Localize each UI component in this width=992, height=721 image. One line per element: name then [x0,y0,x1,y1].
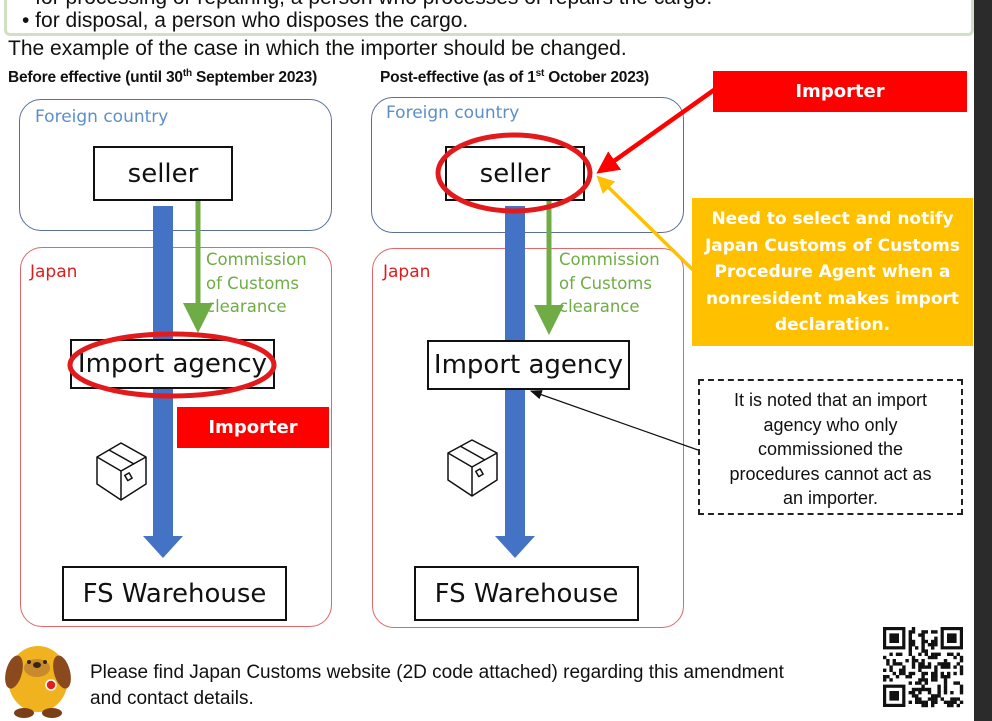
footer-text: Please find Japan Customs website (2D co… [90,660,784,712]
note-line-2: agency who only [763,414,898,435]
window-edge [974,0,992,721]
agent-notice-callout-arrow [596,175,695,272]
agent-notice-line-1: Need to select and notify [711,209,954,229]
agent-notice-box: Need to select and notify Japan Customs … [692,198,973,346]
note-line-4: procedures cannot act as [729,463,932,484]
before-commission-line-1: Commission [206,250,307,269]
after-commission-line-1: Commission [559,250,660,269]
footer-line-2: and contact details. [90,688,254,709]
import-agency-note-box: It is noted that an import agency who on… [698,379,963,515]
after-cargo-box-icon [447,439,498,497]
before-header: Before effective (until 30th September 2… [8,68,317,87]
before-foreign-region [19,99,332,231]
criteria-box [4,0,974,36]
agent-notice-line-4: nonresident makes import [705,288,960,309]
after-foreign-label: Foreign country [386,103,520,123]
after-warehouse-node: FS Warehouse [414,566,639,621]
importer-callout-arrow [596,88,716,174]
after-header-suffix: October 2023) [544,69,650,87]
after-importer-tag: Importer [713,71,967,112]
agent-notice-line-3: Procedure Agent when a [714,262,951,282]
before-importer-tag: Importer [177,407,329,448]
note-line-1: It is noted that an import [733,390,928,410]
before-warehouse-node: FS Warehouse [62,566,287,621]
before-cargo-box-icon [96,442,147,501]
before-header-sup: th [182,68,192,79]
before-commission-line-2: of Customs [206,273,299,293]
after-seller-highlight [435,132,593,214]
footer-line-1: Please find Japan Customs website (2D co… [90,662,784,683]
after-japan-label: Japan [383,262,431,282]
before-seller-node: seller [93,146,233,201]
after-commission-line-3: clearance [559,297,640,316]
agent-notice-line-5: declaration. [774,315,891,335]
after-import-agency-node: Import agency [427,340,630,390]
after-foreign-region [371,97,684,233]
intro-text: The example of the case in which the imp… [8,37,627,60]
agent-notice-line-2: Japan Customs of Customs [704,235,961,256]
after-commission-label: Commission of Customs clearance [559,248,660,319]
before-import-agency-node: Import agency [70,339,275,389]
customs-mascot-icon [5,646,71,718]
before-header-text: Before effective (until 30 [8,69,183,87]
criteria-line-repair: • for processing or repairing, a person … [22,0,712,10]
after-seller-node: seller [445,146,585,201]
qr-code-icon[interactable] [883,627,964,708]
after-commission-line-2: of Customs [559,273,652,293]
before-commission-line-3: clearance [206,297,287,316]
before-foreign-label: Foreign country [35,107,169,127]
before-japan-label: Japan [30,262,78,282]
before-import-agency-highlight [67,331,277,399]
after-header-text: Post-effective (as of 1 [380,69,536,87]
after-header: Post-effective (as of 1st October 2023) [380,68,649,87]
note-line-3: commissioned the [757,439,904,459]
before-commission-label: Commission of Customs clearance [206,248,307,319]
note-pointer-arrow [529,390,699,451]
note-line-5: an importer. [782,488,879,508]
before-japan-region [20,247,332,627]
criteria-line-disposal: • for disposal, a person who disposes th… [22,9,469,32]
after-japan-region [372,248,684,628]
after-header-sup: st [535,68,545,79]
before-header-suffix: September 2023) [191,69,318,87]
